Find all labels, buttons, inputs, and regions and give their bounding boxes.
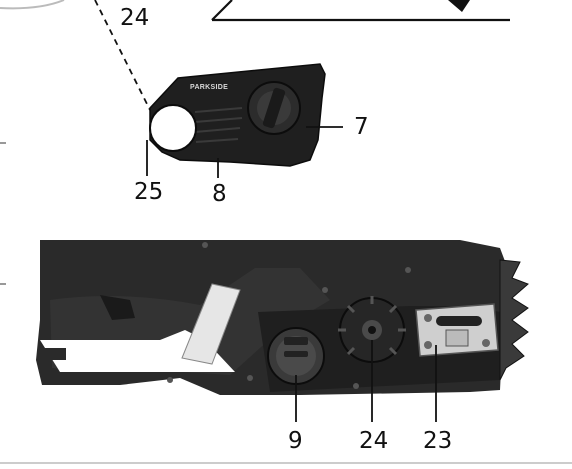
sprocket	[338, 296, 406, 363]
brand-text: PARKSIDE	[190, 84, 228, 91]
callout-23: 23	[423, 428, 453, 454]
chain-wheel-cover: PARKSIDE	[149, 63, 326, 167]
chainsaw-body	[36, 240, 529, 395]
margin-ticks	[0, 142, 6, 285]
body-leader-lines	[295, 340, 437, 422]
callout-9: 9	[288, 428, 303, 454]
inspection-lens	[149, 104, 197, 152]
cover-leader-lines	[146, 126, 343, 178]
dashed-leader-line	[94, 0, 151, 111]
top-diagram-fragment	[0, 0, 510, 22]
callout-8: 8	[212, 181, 227, 207]
guide-bar-plate	[415, 303, 499, 357]
callout-25: 25	[134, 179, 164, 205]
callout-24-bottom: 24	[359, 428, 389, 454]
callout-7: 7	[354, 114, 369, 140]
callout-24-top: 24	[120, 5, 150, 31]
